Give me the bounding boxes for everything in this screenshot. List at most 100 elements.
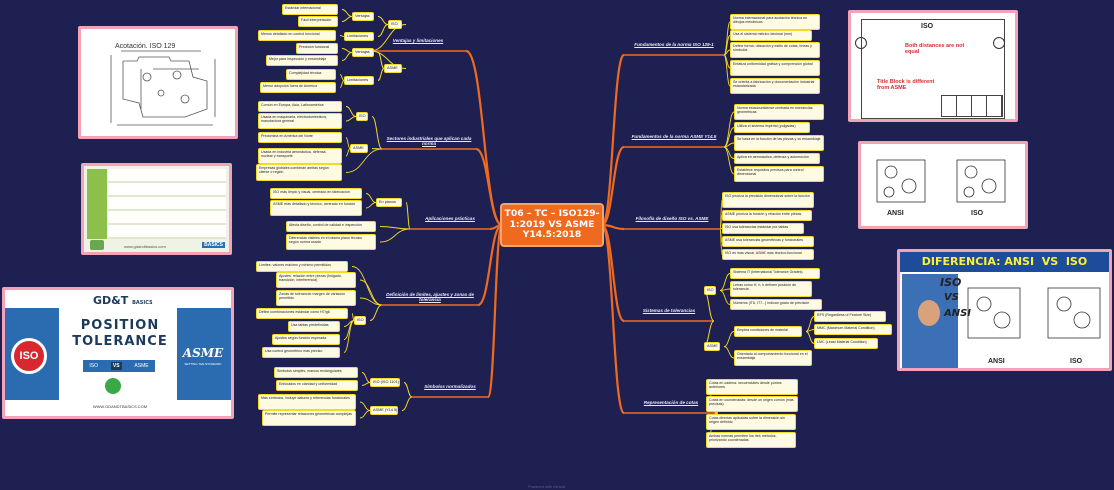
connector-line (345, 148, 351, 157)
node-b1_asme_v[interactable]: Ventajas (352, 48, 374, 57)
central-topic[interactable]: T06 – TC – ISO129-1:2019 VS ASME Y14.5:2… (500, 203, 604, 247)
connector-line (339, 35, 345, 37)
branch-r5[interactable]: Representación de cotas (643, 400, 699, 405)
leaf-r4_i1[interactable]: Sistema IT (International Tolerance Grad… (730, 268, 820, 279)
leaf-b2_2[interactable]: Usada en maquinaria, electrodomésticos, … (258, 113, 342, 129)
connector-line (600, 53, 626, 227)
leaf-r5_4[interactable]: Ambas normas permiten los tres métodos, … (706, 432, 796, 448)
image-card-gdt-chart[interactable]: www.gdandtbasics.com BASICS (81, 163, 232, 255)
leaf-r4_a1b[interactable]: MMC (Maximum Material Condition) (814, 324, 892, 335)
drawing-frame (861, 19, 1005, 119)
strip-asme: ASME (134, 363, 149, 369)
leaf-r2_3[interactable]: Se basa en la función de las piezas y su… (734, 135, 824, 151)
branch-r3[interactable]: Filosofía de diseño ISO vs. ASME (635, 216, 709, 221)
leaf-b4_2[interactable]: Ajustes: relación entre piezas (holgado,… (276, 272, 356, 288)
iso-seal-label: ISO (19, 350, 39, 362)
connector-line (361, 382, 371, 386)
leaf-b4_1[interactable]: Límites: valores máximo y mínimo permiti… (256, 261, 348, 272)
leaf-r1_1[interactable]: Norma internacional para acotación técni… (730, 14, 820, 30)
branch-b1[interactable]: Ventajas y limitaciones (392, 38, 444, 43)
leaf-b3_2[interactable]: ASME más detallado y técnico, centrado e… (270, 200, 362, 216)
node-b3_planos[interactable]: En planos (376, 198, 402, 207)
leaf-r4_i3[interactable]: Números (IT6, IT7...) indican grado de p… (730, 299, 822, 310)
central-topic-label: T06 – TC – ISO129-1:2019 VS ASME Y14.5:2… (504, 208, 600, 241)
leaf-b2_3[interactable]: Predomina en América del Norte (258, 132, 342, 143)
leaf-r1_2[interactable]: Usa el sistema métrico decimal (mm) (730, 30, 812, 41)
image-card-ansi-iso-projection[interactable]: ANSI ISO (858, 141, 1028, 229)
branch-b4[interactable]: Definición de límites, ajustes y zonas d… (386, 292, 474, 303)
leaf-r4_a1c[interactable]: LMC (Least Material Condition) (814, 338, 878, 349)
leaf-r5_1[interactable]: Cotas en cadena: secuenciales desde punt… (706, 379, 798, 395)
leaf-r2_2[interactable]: Utiliza el sistema imperial (pulgadas) (734, 122, 810, 133)
leaf-b1_asme_l2[interactable]: Menor adopción fuera de América (260, 82, 336, 93)
node-r4_asme[interactable]: ASME (704, 342, 720, 351)
leaf-b4_6[interactable]: Ajustes según función esperada (272, 334, 340, 345)
leaf-b4_7[interactable]: Usa control geométrico más preciso (262, 347, 340, 358)
leaf-b5_1[interactable]: Símbolos simples, marcos rectangulares (274, 367, 358, 378)
leaf-b1_iso_v1[interactable]: Estándar internacional (282, 4, 338, 15)
leaf-b3_3[interactable]: Afecta diseño, control de calidad e insp… (286, 221, 376, 232)
leaf-b4_5[interactable]: Usa tablas predefinidas (288, 321, 340, 332)
node-b5_asme[interactable]: ASME (Y14.5) (370, 406, 398, 415)
leaf-b1_asme_l1[interactable]: Complejidad técnica (286, 69, 336, 80)
node-b1_iso_v[interactable]: Ventajas (352, 12, 374, 21)
connector-line (345, 106, 357, 117)
overlay-vs: VS (944, 292, 959, 303)
leaf-r5_3[interactable]: Cotas directas aplicadas sobre la dimens… (706, 414, 796, 430)
leaf-r3_5[interactable]: ISO es más visual, ASME más técnico-func… (722, 249, 814, 260)
leaf-b3_1[interactable]: ISO más limpio y visual, centrado en fab… (270, 188, 362, 199)
leaf-r1_5[interactable]: Se orienta a fabricación y documentación… (730, 78, 820, 94)
leaf-r4_a1a[interactable]: RFS (Regardless of Feature Size) (814, 311, 886, 322)
leaf-b4_4[interactable]: Define combinaciones estándar como H7/g6 (256, 308, 348, 319)
node-b5_iso[interactable]: ISO (ISO 1101) (370, 378, 400, 387)
connector-line (703, 290, 715, 322)
leaf-r1_4[interactable]: Enfatiza uniformidad gráfica y comprensi… (730, 60, 820, 76)
leaf-r3_3[interactable]: ISO usa tolerancias estándar por tablas (722, 223, 804, 234)
leaf-b1_asme_v1[interactable]: Precisión funcional (296, 43, 338, 54)
leaf-b2_4[interactable]: Usada en industria aeronáutica, defensa,… (258, 148, 342, 164)
leaf-r3_4[interactable]: ASME usa tolerancias geométricas y funci… (722, 236, 814, 247)
image-card-diferencia[interactable]: DIFERENCIA: ANSI VS ISO ISO VS ANSI ANSI… (897, 249, 1112, 371)
leaf-b2_1[interactable]: Común en Europa, Asia, Latinoamérica (258, 101, 342, 112)
chart-left-column (87, 169, 107, 239)
leaf-r3_1[interactable]: ISO prioriza la precisión dimensional so… (722, 192, 814, 208)
branch-r4[interactable]: Sistemas de tolerancias (642, 308, 696, 313)
node-r4_iso[interactable]: ISO (704, 286, 716, 295)
branch-b5[interactable]: Símbolos normalizados (424, 384, 476, 389)
node-b2_asme[interactable]: ASME (350, 144, 368, 153)
branch-r1[interactable]: Fundamentos de la norma ISO 129-1 (634, 42, 714, 47)
node-b4_iso[interactable]: ISO (354, 316, 366, 325)
image-card-iso-title-block[interactable]: ISO Both distances are not equal Title B… (848, 10, 1018, 122)
connector-line (343, 320, 355, 353)
leaf-r1_3[interactable]: Define forma, ubicación y estilo de cota… (730, 42, 820, 58)
leaf-b1_iso_l1[interactable]: Menos detallado en control funcional (258, 30, 336, 41)
leaf-r2_5[interactable]: Establece requisitos precisos para contr… (734, 166, 824, 182)
leaf-b5_3[interactable]: Más símbolos, incluye datums y referenci… (258, 394, 356, 410)
leaf-r2_4[interactable]: Aplica en aeronáutica, defensa y automoc… (734, 153, 820, 164)
leaf-b1_asme_v2[interactable]: Mejor para inspección y ensamblaje (266, 55, 338, 66)
right-blue-panel (177, 308, 231, 400)
image-card-iso129[interactable]: Acotación. ISO 129 (78, 26, 238, 139)
leaf-b5_2[interactable]: Enfocados en claridad y uniformidad (276, 380, 358, 391)
node-b1_asme[interactable]: ASME (384, 64, 402, 73)
connector-line (719, 228, 723, 255)
leaf-b4_3[interactable]: Zonas de tolerancia: margen de variación… (276, 290, 356, 306)
leaf-r3_2[interactable]: ASME prioriza la función y relación entr… (722, 210, 812, 221)
node-b2_iso[interactable]: ISO (356, 112, 368, 121)
leaf-r5_2[interactable]: Cotas en coordenadas: desde un origen co… (706, 396, 798, 412)
leaf-b1_iso_v2[interactable]: Fácil interpretación (298, 16, 338, 27)
leaf-b2_5[interactable]: Empresas globales combinan ambas según c… (256, 164, 342, 181)
branch-b3[interactable]: Aplicaciones prácticas (425, 216, 475, 221)
leaf-r4_a2[interactable]: Orientado al comportamiento funcional en… (734, 350, 812, 366)
branch-r2[interactable]: Fundamentos de la norma ASME Y14.5 (631, 134, 717, 139)
leaf-b3_4[interactable]: Diferencias visibles en el mismo plano t… (286, 234, 376, 250)
branch-b2[interactable]: Sectores industriales que aplican cada n… (386, 136, 472, 147)
leaf-r2_1[interactable]: Norma estadounidense centrada en toleran… (734, 104, 824, 120)
leaf-r4_i2[interactable]: Letras como H, h, k definen posición de … (730, 281, 812, 297)
leaf-r4_a1[interactable]: Emplea condiciones de material (734, 326, 802, 337)
node-b1_iso_l[interactable]: Limitaciones (344, 32, 374, 41)
leaf-b5_4[interactable]: Permite representar relaciones geométric… (262, 410, 356, 426)
node-b1_asme_l[interactable]: Limitaciones (344, 76, 374, 85)
node-b1_iso[interactable]: ISO (388, 20, 402, 29)
